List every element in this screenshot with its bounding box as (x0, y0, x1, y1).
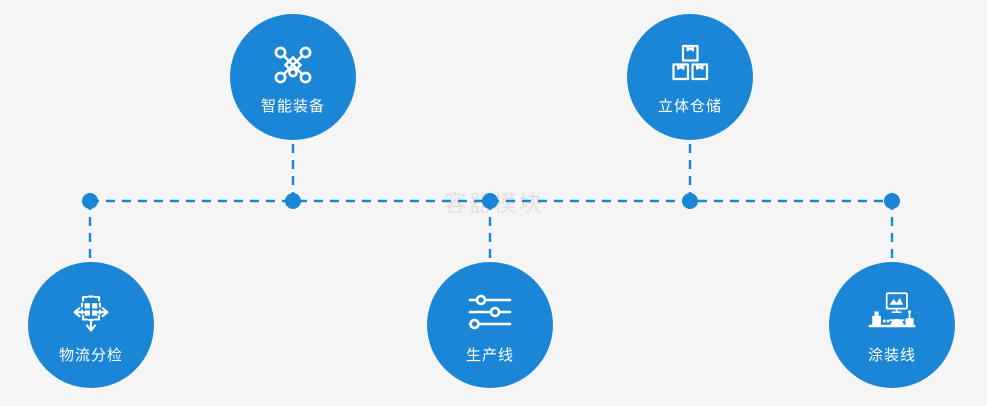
junction-dot-tuzhuangxian (884, 193, 900, 209)
sliders-icon (464, 288, 516, 336)
node-liticangchu[interactable]: 立体仓储 (627, 14, 753, 140)
paint-line-machine-icon (866, 288, 918, 336)
junction-dot-wuliufenjian (82, 193, 98, 209)
sorting-arrows-icon (65, 288, 117, 336)
network-nodes-icon (267, 41, 319, 89)
node-shengchanxian[interactable]: 生产线 (427, 262, 553, 388)
node-label-zhinengzhuangbei: 智能装备 (260, 96, 325, 115)
stacked-boxes-icon (664, 41, 716, 89)
junction-dot-shengchanxian (482, 193, 498, 209)
node-zhinengzhuangbei[interactable]: 智能装备 (230, 14, 356, 140)
junction-dot-zhinengzhuangbei (285, 193, 301, 209)
node-label-tuzhuangxian: 涂装线 (867, 345, 916, 364)
node-wuliufenjian[interactable]: 物流分检 (28, 262, 154, 388)
node-label-wuliufenjian: 物流分检 (58, 345, 123, 364)
node-label-shengchanxian: 生产线 (465, 345, 514, 364)
node-tuzhuangxian[interactable]: 涂装线 (829, 262, 955, 388)
junction-dot-liticangchu (682, 193, 698, 209)
node-label-liticangchu: 立体仓储 (657, 96, 722, 115)
